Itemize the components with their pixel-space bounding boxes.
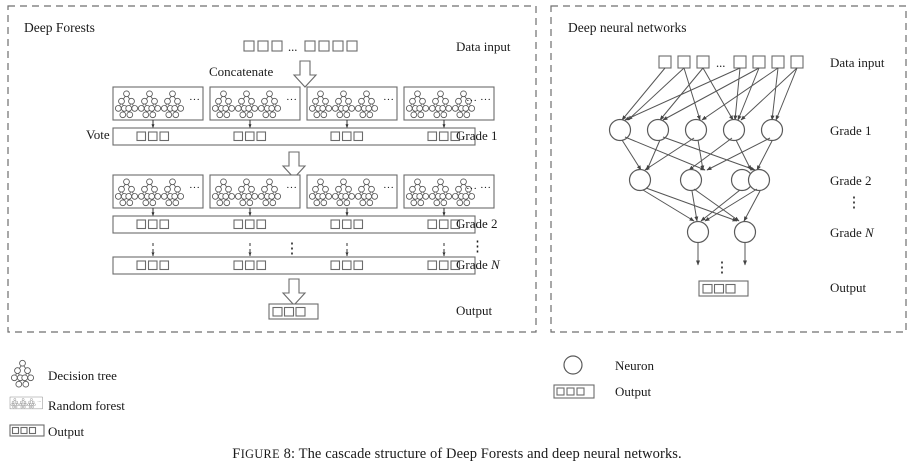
left-panel-deep-forests: Deep Forests ... Data input Concatenate xyxy=(7,5,537,333)
neuron xyxy=(628,168,652,192)
legend-item-decision-tree: Decision tree xyxy=(10,359,117,388)
dnn-edges-grade2-to-gradeN xyxy=(642,187,761,222)
df-vote-label: Vote xyxy=(86,127,110,142)
neuron xyxy=(646,118,670,142)
neuron-icon xyxy=(563,355,583,375)
legend-right: Neuron Output xyxy=(553,355,654,399)
left-panel-border xyxy=(7,5,537,333)
dnn-output-box xyxy=(698,280,749,297)
decision-tree-icon xyxy=(10,359,35,388)
dnn-output-ellipsis: ⋮ xyxy=(715,260,730,276)
df-arrow-to-output xyxy=(282,278,306,306)
df-label-grade-2: Grade 2 xyxy=(456,216,498,231)
df-forest-row-1: ··· xyxy=(113,87,494,120)
right-panel-border xyxy=(550,5,907,333)
dnn-data-input-row: ... xyxy=(658,55,804,70)
right-panel-deep-neural-networks: Deep neural networks ... Data input xyxy=(550,5,907,333)
output-icon xyxy=(553,384,595,399)
random-forest-box xyxy=(210,87,300,120)
legend-item-random-forest: ··· Random forest xyxy=(9,396,125,413)
random-forest-icon: ··· xyxy=(9,396,43,410)
df-label-grade-1: Grade 1 xyxy=(456,128,498,143)
dnn-output-arrows xyxy=(696,243,747,266)
caption-prefix: FIGURE xyxy=(232,446,280,462)
df-forest-row-2: ··· xyxy=(113,175,494,208)
caption-text: : The cascade structure of Deep Forests … xyxy=(291,446,682,462)
legend-left-label-1: Random forest xyxy=(48,398,125,413)
df-vote-connectors-1 xyxy=(151,120,446,129)
legend-item-output-right: Output xyxy=(553,384,652,399)
dnn-input-ellipsis: ... xyxy=(716,56,725,70)
dnn-vertical-ellipsis: ⋮ xyxy=(847,195,862,211)
random-forest-box xyxy=(113,175,203,208)
df-forest-row-2-ellipsis: ··· xyxy=(466,183,477,195)
df-label-data-input: Data input xyxy=(456,39,511,54)
df-vote-connectors-2 xyxy=(151,208,446,217)
dnn-label-grade-2: Grade 2 xyxy=(830,173,872,188)
dnn-label-data-input: Data input xyxy=(830,55,885,70)
legend-left-label-0: Decision tree xyxy=(48,368,117,383)
legend-item-output-left: Output xyxy=(9,424,85,439)
legend-item-neuron: Neuron xyxy=(563,355,654,375)
df-dashed-connectors xyxy=(151,243,446,257)
df-vertical-ellipsis-mid: ⋮ xyxy=(285,241,300,257)
legend-left: Decision tree ··· Random forest xyxy=(9,359,125,439)
neuron xyxy=(608,118,632,142)
df-label-grade-n: Grade N xyxy=(456,257,501,272)
dnn-edges-input-to-grade1 xyxy=(621,67,798,121)
legend-right-label-1: Output xyxy=(615,384,652,399)
dnn-edges-grade1-to-grade2 xyxy=(621,136,773,171)
svg-text:···: ··· xyxy=(37,399,41,404)
df-concatenate-arrow xyxy=(293,60,317,88)
dnn-grade1-neurons xyxy=(608,118,784,142)
random-forest-box xyxy=(307,87,397,120)
legend-left-label-2: Output xyxy=(48,424,85,439)
dnn-grade2-neurons xyxy=(628,168,771,192)
df-data-input-row: ... xyxy=(243,40,358,54)
neuron xyxy=(760,118,784,142)
dnn-panel-title: Deep neural networks xyxy=(568,20,686,35)
df-input-ellipsis: ... xyxy=(288,40,297,54)
df-gradeN-bar xyxy=(112,256,476,275)
random-forest-box xyxy=(404,87,494,120)
dnn-gradeN-neurons xyxy=(686,220,757,244)
neuron xyxy=(684,118,708,142)
df-label-output: Output xyxy=(456,303,493,318)
df-output-box xyxy=(268,303,319,320)
df-vertical-ellipsis-label: ⋮ xyxy=(470,239,485,255)
caption-number: 8 xyxy=(283,446,292,462)
neuron xyxy=(747,168,771,192)
df-grade2-bar xyxy=(112,215,476,234)
neuron xyxy=(722,118,746,142)
output-icon xyxy=(9,424,45,437)
neuron xyxy=(679,168,703,192)
neuron xyxy=(733,220,757,244)
left-panel-title: Deep Forests xyxy=(24,20,95,35)
figure-caption: FIGURE 8: The cascade structure of Deep … xyxy=(0,446,914,463)
df-grade1-bar xyxy=(112,127,476,146)
random-forest-box xyxy=(404,175,494,208)
dnn-label-grade-n: Grade N xyxy=(830,225,875,240)
legend-right-label-0: Neuron xyxy=(615,358,654,373)
random-forest-box xyxy=(307,175,397,208)
df-forest-row-1-ellipsis: ··· xyxy=(466,95,477,107)
dnn-label-output: Output xyxy=(830,280,867,295)
neuron xyxy=(686,220,710,244)
dnn-label-grade-1: Grade 1 xyxy=(830,123,872,138)
df-concatenate-label: Concatenate xyxy=(209,64,273,79)
random-forest-box xyxy=(210,175,300,208)
random-forest-box xyxy=(113,87,203,120)
df-arrow-grade1-to-grade2 xyxy=(282,151,306,179)
